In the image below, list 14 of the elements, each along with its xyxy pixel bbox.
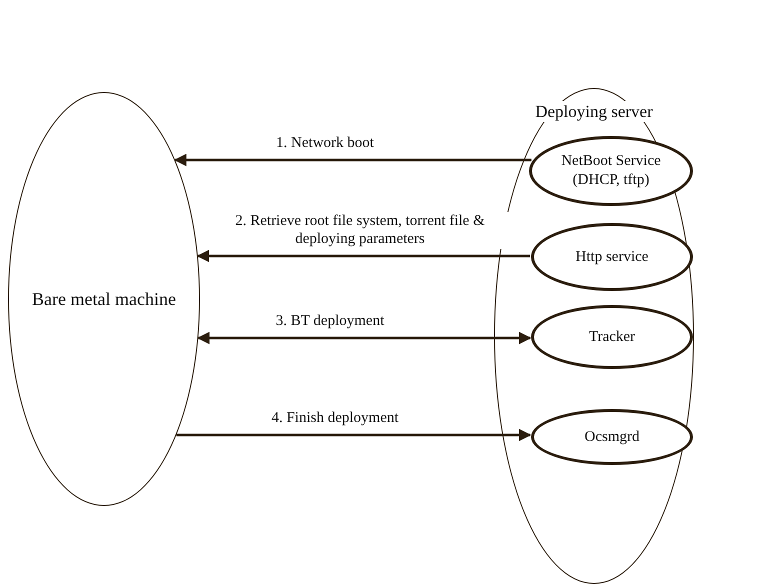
edge-label: 4. Finish deployment bbox=[269, 409, 401, 428]
node-label: Tracker bbox=[588, 328, 636, 346]
arrow bbox=[174, 154, 532, 166]
node-label: Ocsmgrd bbox=[584, 428, 640, 446]
machine-ellipse bbox=[8, 92, 200, 506]
node-label: NetBoot Service (DHCP, tftp) bbox=[560, 152, 662, 190]
node-label: Bare metal machine bbox=[32, 288, 176, 310]
arrow bbox=[176, 428, 532, 442]
node-label: Deploying server bbox=[533, 101, 655, 122]
server-ellipse bbox=[494, 88, 694, 584]
edge-label: 3. BT deployment bbox=[274, 312, 386, 331]
arrow bbox=[197, 332, 532, 344]
arrow bbox=[196, 250, 530, 262]
node-label: Http service bbox=[576, 248, 648, 266]
